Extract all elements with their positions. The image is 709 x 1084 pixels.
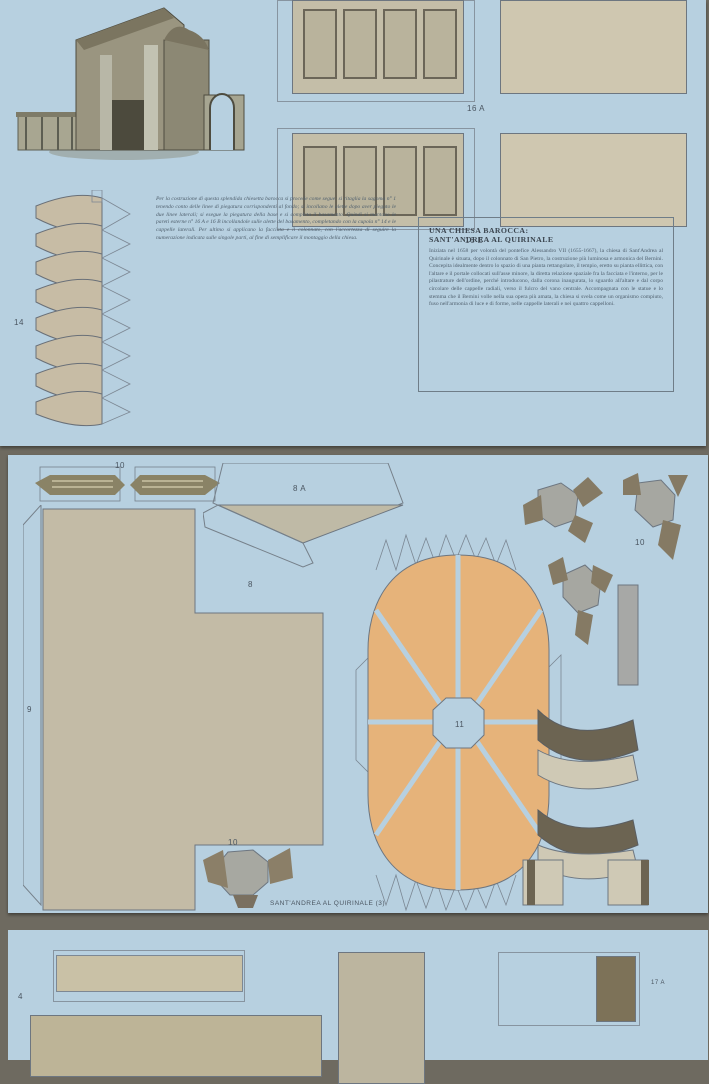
part-4-base bbox=[30, 1015, 322, 1077]
part-label-8a: 8 A bbox=[293, 484, 307, 493]
part-16b-left-panel bbox=[292, 133, 464, 227]
part-label-10-bottom: 10 bbox=[228, 838, 238, 847]
sheet-footer: SANT'ANDREA AL QUIRINALE (3) bbox=[270, 900, 386, 907]
part-label-9: 9 bbox=[27, 705, 32, 714]
part-14-dome-segments bbox=[35, 190, 131, 427]
part-9-wall-panel bbox=[23, 505, 324, 911]
part-16a-left-panel bbox=[292, 0, 464, 94]
part-11-dome-oval bbox=[355, 533, 562, 912]
part-16b-right-panel bbox=[500, 133, 687, 227]
part-cornice-fill bbox=[56, 955, 243, 992]
part-10-octagon-bottom bbox=[203, 848, 293, 908]
part-label-10-right: 10 bbox=[635, 538, 645, 547]
info-box: UNA CHIESA BAROCCA: SANT'ANDREA AL QUIRI… bbox=[418, 217, 674, 392]
part-17a-niche bbox=[596, 956, 636, 1022]
info-box-title-line2: SANT'ANDREA AL QUIRINALE bbox=[429, 235, 554, 244]
part-label-14: 14 bbox=[14, 318, 24, 327]
part-label-17a: 17 A bbox=[651, 980, 666, 986]
part-label-11: 11 bbox=[455, 720, 465, 729]
part-cornice-strip bbox=[53, 950, 245, 1002]
cutout-sheet-2: 10 8 A 8 9 10 bbox=[8, 455, 708, 913]
part-16b-left-outline bbox=[277, 128, 475, 230]
assembly-instructions: Per la costruzione di questa splendida c… bbox=[156, 196, 396, 241]
part-label-16a: 16 A bbox=[467, 104, 486, 113]
part-side-block bbox=[338, 952, 425, 1084]
part-label-8: 8 bbox=[248, 580, 253, 589]
info-box-title-line1: UNA CHIESA BAROCCA: bbox=[429, 226, 529, 235]
info-box-body: Iniziata nel 1658 per volontà del pontef… bbox=[429, 248, 663, 308]
part-8a-roof-piece bbox=[203, 463, 404, 568]
cutout-sheet-3: 4 17 A bbox=[8, 930, 708, 1084]
church-facade-illustration bbox=[16, 7, 245, 160]
cutout-sheet-1: 16 A 16 B 14 Per la costruzione di quest… bbox=[0, 0, 706, 446]
part-label-16b: 16 B bbox=[465, 236, 484, 245]
part-10-side-pieces bbox=[522, 473, 688, 906]
part-17a-outline bbox=[498, 952, 640, 1026]
part-label-4: 4 bbox=[18, 992, 23, 1001]
part-label-10-top: 10 bbox=[115, 461, 125, 470]
part-16a-right-panel bbox=[500, 0, 687, 94]
part-10-strips bbox=[35, 466, 220, 502]
